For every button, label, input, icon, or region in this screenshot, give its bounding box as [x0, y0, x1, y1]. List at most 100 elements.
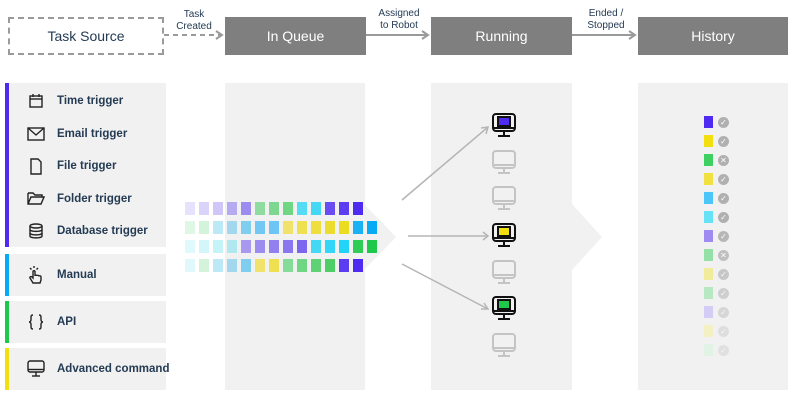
task-source-label: Task Source — [47, 28, 125, 44]
queued-task — [339, 240, 349, 253]
queued-task — [339, 221, 349, 234]
queued-task — [241, 221, 251, 234]
source-group-color-bar — [5, 254, 9, 296]
queued-task — [353, 259, 363, 272]
stage-running: Running — [431, 17, 572, 55]
queued-task — [297, 259, 307, 272]
database-icon — [27, 222, 45, 240]
monitor-icon — [27, 360, 45, 378]
source-item-api: API — [27, 312, 76, 332]
queued-task — [367, 240, 377, 253]
check-circle-icon: ✓ — [718, 345, 729, 356]
queued-task — [255, 202, 265, 215]
queued-task — [255, 240, 265, 253]
queued-task — [367, 221, 377, 234]
stage-history: History — [638, 17, 788, 55]
queued-task — [353, 240, 363, 253]
source-item-label: Time trigger — [57, 95, 124, 107]
stage-label: Running — [475, 28, 528, 44]
monitor-icon — [492, 186, 516, 210]
queued-task — [199, 202, 209, 215]
braces-icon — [27, 313, 45, 331]
queued-task — [241, 202, 251, 215]
source-item-email-trigger: Email trigger — [27, 124, 127, 144]
queued-task — [269, 221, 279, 234]
queued-task — [199, 259, 209, 272]
check-circle-icon: ✓ — [718, 326, 729, 337]
source-item-label: Database trigger — [57, 225, 148, 237]
transition-label-assigned: Assigned to Robot — [370, 8, 428, 32]
history-task — [704, 173, 713, 185]
check-circle-icon: ✓ — [718, 231, 729, 242]
dispatch-arrow-top — [401, 126, 489, 201]
history-task — [704, 287, 713, 299]
source-item-label: Folder trigger — [57, 192, 132, 205]
transition-line: Stopped — [587, 20, 625, 31]
source-item-label: File trigger — [57, 160, 117, 172]
history-column — [638, 83, 788, 390]
transition-line: Created — [176, 21, 212, 32]
robot-idle — [491, 185, 517, 216]
monitor-icon — [492, 150, 516, 174]
queued-task — [311, 240, 321, 253]
source-item-label: Advanced command — [57, 363, 170, 375]
dispatch-arrow-bottom — [401, 263, 489, 310]
dispatch-arrows — [401, 126, 490, 310]
task-source-box: Task Source — [8, 17, 164, 55]
x-circle-icon: ✕ — [718, 155, 729, 166]
monitor-icon — [492, 260, 516, 284]
monitor-icon — [492, 333, 516, 357]
history-task — [704, 306, 713, 318]
queued-task — [339, 202, 349, 215]
transition-line: to Robot — [380, 20, 418, 31]
queued-task — [213, 259, 223, 272]
history-task — [704, 135, 713, 147]
queued-task — [297, 202, 307, 215]
arrow-ended-stopped — [572, 30, 637, 40]
queued-task — [241, 240, 251, 253]
queued-task — [283, 202, 293, 215]
transition-label-ended: Ended / Stopped — [578, 8, 634, 32]
history-task — [704, 249, 713, 261]
tap-hand-icon — [27, 266, 45, 284]
arrow-assigned-to-robot — [366, 30, 430, 40]
calendar-icon — [27, 92, 45, 110]
source-group-color-bar — [5, 301, 9, 343]
check-circle-icon: ✓ — [718, 212, 729, 223]
source-group-color-bar — [5, 83, 9, 247]
stage-label: In Queue — [266, 28, 325, 44]
queued-task — [185, 202, 195, 215]
header-arrows — [164, 30, 637, 40]
queued-task — [353, 221, 363, 234]
monitor-icon — [492, 113, 516, 137]
source-item-label: Email trigger — [57, 127, 128, 140]
queued-task — [297, 240, 307, 253]
transition-line: Assigned — [378, 8, 420, 19]
queued-task — [269, 202, 279, 215]
robot-busy — [491, 295, 517, 326]
queued-task — [269, 240, 279, 253]
source-group: API — [5, 301, 166, 343]
monitor-icon — [492, 296, 516, 320]
monitor-icon — [492, 223, 516, 247]
queued-task — [311, 259, 321, 272]
queued-task — [213, 221, 223, 234]
check-circle-icon: ✓ — [718, 174, 729, 185]
transition-label-task-created: Task Created — [168, 9, 220, 33]
history-task — [704, 344, 713, 356]
queued-task — [255, 221, 265, 234]
source-item-time-trigger: Time trigger — [27, 91, 123, 111]
queued-task — [283, 240, 293, 253]
history-task — [704, 211, 713, 223]
queued-task — [353, 202, 363, 215]
queue-column — [225, 83, 396, 390]
queued-task — [227, 221, 237, 234]
queued-task — [311, 221, 321, 234]
file-icon — [27, 157, 45, 175]
queued-task — [311, 202, 321, 215]
history-task — [704, 268, 713, 280]
queued-task — [213, 240, 223, 253]
source-item-manual: Manual — [27, 265, 97, 285]
